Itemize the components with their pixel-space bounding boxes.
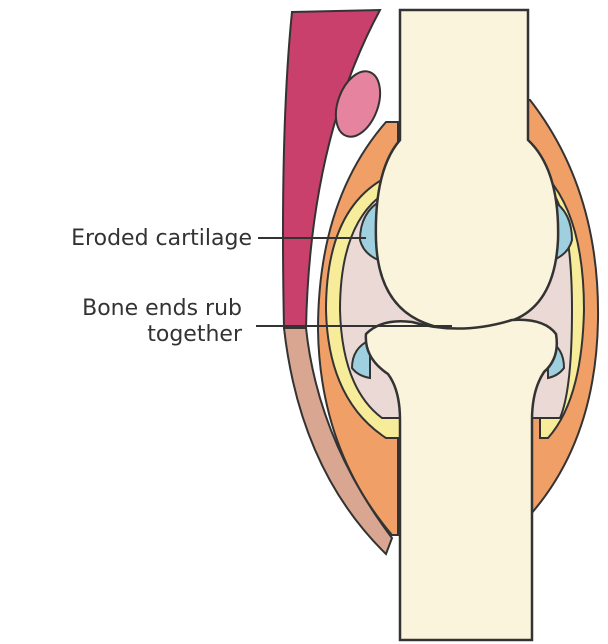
bone-ends-label: Bone ends rub together [82,296,242,348]
femur-bone [376,10,558,331]
bone-ends-label-line2: together [82,322,242,348]
eroded-cartilage-label: Eroded cartilage [71,226,252,252]
bone-ends-label-line1: Bone ends rub [82,296,242,322]
